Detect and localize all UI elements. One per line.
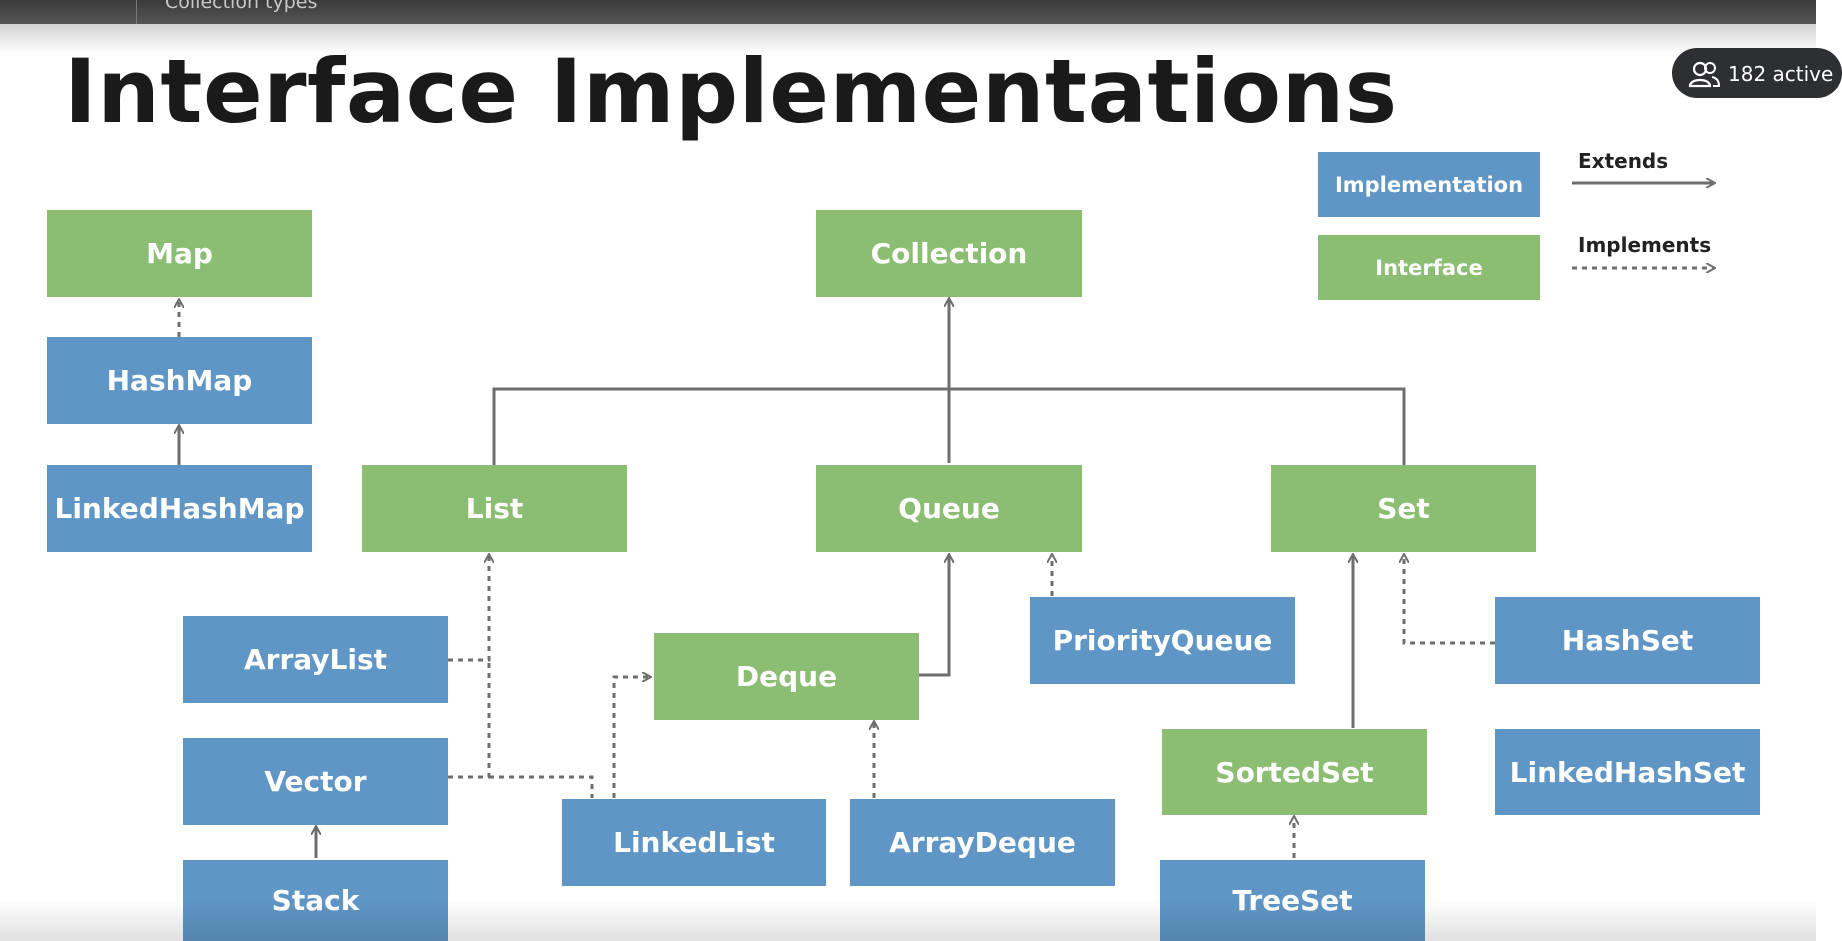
hashset-implements-set [1404, 555, 1495, 645]
legend-implements-label: Implements [1578, 233, 1712, 257]
bottom-shadow [0, 900, 1816, 941]
top-shadow [0, 24, 1816, 54]
node-priorityqueue: PriorityQueue [1030, 597, 1295, 684]
node-map: Map [47, 210, 312, 297]
node-linkedlist: LinkedList [562, 799, 826, 886]
arraylist-implements-list [448, 555, 489, 662]
slide-title: Interface Implementations [64, 40, 1398, 143]
node-vector: Vector [183, 738, 448, 825]
legend-implementation-box: Implementation [1318, 152, 1540, 217]
node-collection: Collection [816, 210, 1082, 297]
legend-extends-label: Extends [1578, 149, 1669, 173]
node-queue: Queue [816, 465, 1082, 552]
list-set-extends-collection [492, 387, 1406, 465]
node-linkedhashset: LinkedHashSet [1495, 729, 1760, 815]
node-stack: Stack [183, 860, 448, 941]
linkedlist-implements-list [489, 775, 594, 798]
active-viewers-badge[interactable]: 182 active [1672, 48, 1842, 98]
node-set: Set [1271, 465, 1536, 552]
node-hashset: HashSet [1495, 597, 1760, 684]
top-bar-divider [136, 0, 137, 24]
node-sortedset: SortedSet [1162, 729, 1427, 815]
legend-interface-box: Interface [1318, 235, 1540, 300]
active-viewers-count: 182 active [1728, 62, 1834, 86]
deque-extends-queue [919, 555, 949, 677]
node-linkedhashmap: LinkedHashMap [47, 465, 312, 552]
linkedlist-implements-deque [612, 677, 650, 798]
node-arraylist: ArrayList [183, 616, 448, 703]
node-deque: Deque [654, 633, 919, 720]
node-hashmap: HashMap [47, 337, 312, 424]
users-icon [1688, 61, 1721, 88]
breadcrumb[interactable]: Collection types [165, 0, 318, 13]
node-list: List [362, 465, 627, 552]
vector-implements-list [448, 660, 491, 779]
node-arraydeque: ArrayDeque [850, 799, 1115, 886]
node-treeset: TreeSet [1160, 860, 1425, 941]
video-top-bar: Collection types [0, 0, 1816, 24]
